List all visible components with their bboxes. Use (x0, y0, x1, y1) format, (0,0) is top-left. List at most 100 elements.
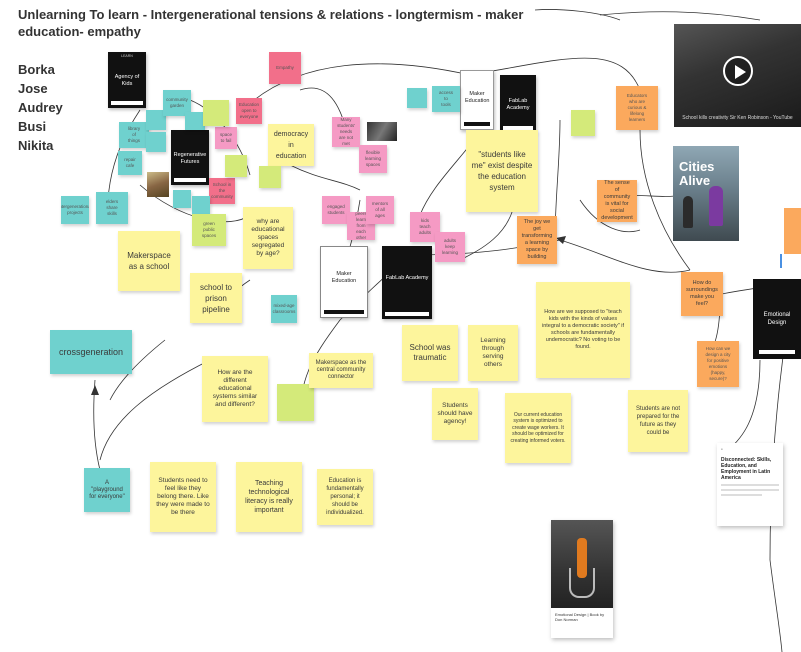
sticky-note-empty[interactable] (146, 132, 166, 152)
sticky-note-empty[interactable] (407, 88, 427, 108)
sticky-note-text: Many students' needs are not met (337, 117, 355, 146)
person-figure (683, 196, 693, 228)
sticky-note[interactable]: Students are not prepared for the future… (628, 390, 688, 452)
sticky-note[interactable]: Our current education system is optimize… (505, 393, 571, 463)
document-title: Disconnected: Skills, Education, and Emp… (721, 457, 772, 481)
sticky-note-text: The sense of community is vital for soci… (601, 180, 633, 221)
sticky-note-text: adults keep learning (442, 238, 459, 255)
sticky-note[interactable]: mixed-age classrooms (271, 295, 297, 323)
sticky-note-text: library of things (127, 126, 141, 143)
sticky-note-text: flexible learning spaces (365, 150, 382, 167)
sticky-note-text: access to tools (439, 90, 454, 107)
sticky-note-empty[interactable] (146, 110, 166, 130)
book-title: FabLab Academy (385, 275, 429, 282)
sticky-note-empty[interactable] (185, 112, 205, 130)
sticky-note[interactable]: adults keep learning (435, 232, 465, 262)
sticky-note[interactable]: Many students' needs are not met (332, 117, 360, 147)
sticky-note[interactable]: School in the community (209, 178, 235, 204)
sticky-note-empty[interactable] (259, 166, 281, 188)
book-card[interactable]: FabLab Academy (500, 75, 536, 133)
document-card[interactable]: ● Disconnected: Skills, Education, and E… (717, 443, 783, 526)
video-embed[interactable]: School kills creativity Sir Ken Robinson… (674, 24, 801, 127)
sticky-note[interactable]: library of things (119, 122, 149, 148)
sticky-note-text: green public spaces (201, 221, 217, 238)
sticky-note-empty[interactable] (571, 110, 595, 136)
book-card[interactable]: Emotional Design (753, 279, 801, 359)
photo-thumbnail[interactable] (147, 172, 169, 197)
text-line (721, 494, 762, 496)
sticky-note[interactable]: How do surroundings make you feel? (681, 272, 723, 316)
document-header: ● (721, 447, 723, 451)
book-label-bar (111, 101, 143, 105)
sticky-note[interactable]: The sense of community is vital for soci… (597, 180, 637, 222)
participant-name: Busi (18, 119, 47, 134)
participant-list: Borka Jose Audrey Busi Nikita (18, 60, 63, 155)
book-card[interactable]: Maker Education (460, 70, 494, 130)
sticky-note-text: Education open to everyone (239, 102, 260, 119)
book-card[interactable]: Maker Education (320, 246, 368, 318)
sticky-note[interactable]: Students need to feel like they belong t… (150, 462, 216, 532)
book-label-bar (174, 178, 206, 182)
sticky-note[interactable]: Education open to everyone (236, 98, 262, 124)
sticky-note[interactable]: access to tools (432, 86, 460, 112)
sticky-note[interactable]: Students should have agency! (432, 388, 478, 440)
sticky-note[interactable]: flexible learning spaces (359, 145, 387, 173)
link-card[interactable]: Emotional Design | Book by Don Norman (551, 520, 613, 638)
book-publisher: LEARN (121, 54, 133, 58)
sticky-note[interactable]: community garden (163, 90, 191, 116)
sticky-note[interactable]: mentors of all ages (366, 196, 394, 224)
sticky-note[interactable]: The joy we get transforming a learning s… (517, 216, 557, 264)
sticky-note[interactable]: engaged students (322, 196, 350, 224)
sticky-note[interactable]: How are the different educational system… (202, 356, 268, 422)
book-title: Maker Education (325, 268, 363, 288)
sticky-note-empty[interactable] (277, 384, 314, 421)
sticky-note[interactable]: "students like me" exist despite the edu… (466, 130, 538, 212)
sticky-note[interactable]: elders share skills (96, 192, 128, 224)
sticky-note[interactable]: How are we supposed to "teach kids with … (536, 282, 630, 378)
sticky-note[interactable]: Educators who are curious & lifelong lea… (616, 86, 658, 130)
sticky-note-text: mixed-age classrooms (272, 303, 296, 314)
sticky-note[interactable]: A "playground for everyone" (84, 468, 130, 512)
sticky-note[interactable]: Education is fundamentally personal; it … (317, 469, 373, 525)
sticky-note[interactable]: Teaching technological literacy is reall… (236, 462, 302, 532)
sticky-note-empty[interactable] (203, 100, 229, 126)
sticky-note[interactable]: Makerspace as the central community conn… (309, 353, 373, 388)
participant-name: Nikita (18, 138, 54, 153)
sticky-note[interactable]: intergenerational projects (61, 196, 89, 224)
sticky-note[interactable]: School was traumatic (402, 325, 458, 381)
sticky-note-empty[interactable] (173, 190, 191, 208)
sticky-note[interactable]: Makerspace as a school (118, 231, 180, 291)
sticky-note[interactable]: Empathy (269, 52, 301, 84)
sticky-note[interactable]: Learning through serving others (468, 325, 518, 381)
image-card[interactable]: Cities Alive (673, 146, 739, 241)
sticky-note-text: space to fail (220, 132, 233, 143)
book-cover-image (551, 520, 613, 608)
book-card[interactable]: FabLab Academy (382, 246, 432, 319)
book-title: Maker Education (465, 88, 489, 109)
image-caption: Cities Alive (679, 159, 715, 188)
sticky-note-empty[interactable] (225, 155, 247, 177)
play-icon[interactable] (723, 56, 753, 86)
book-card[interactable]: Regenerative Futures (171, 130, 209, 185)
sticky-note[interactable]: How can we design a city for positive em… (697, 341, 739, 387)
sticky-note[interactable]: school to prison pipeline (190, 273, 242, 323)
sticky-note-text: elders share skills (105, 199, 119, 216)
book-title: Agency of Kids (114, 74, 140, 88)
photo-thumbnail[interactable] (367, 122, 397, 141)
sticky-note[interactable]: democracy in education (268, 124, 314, 166)
book-label-bar (324, 310, 364, 314)
sticky-note-empty[interactable] (192, 196, 210, 214)
sticky-note[interactable]: crossgeneration (50, 330, 132, 374)
sticky-note-text: How do surroundings make you feel? (686, 280, 718, 307)
sticky-note-partial[interactable] (784, 208, 801, 254)
sticky-note-text: Empathy (276, 65, 294, 70)
sticky-note[interactable]: green public spaces (192, 214, 226, 246)
sticky-note-text: How can we design a city for positive em… (705, 346, 731, 381)
sticky-note[interactable]: why are educational spaces segregated by… (243, 207, 293, 269)
participant-name: Audrey (18, 100, 63, 115)
sticky-note-text: kids teach adults (418, 218, 431, 235)
sticky-note[interactable]: space to fail (215, 127, 237, 149)
book-card[interactable]: LEARN Agency of Kids (108, 52, 146, 108)
sticky-note[interactable]: repair cafe (118, 151, 142, 175)
